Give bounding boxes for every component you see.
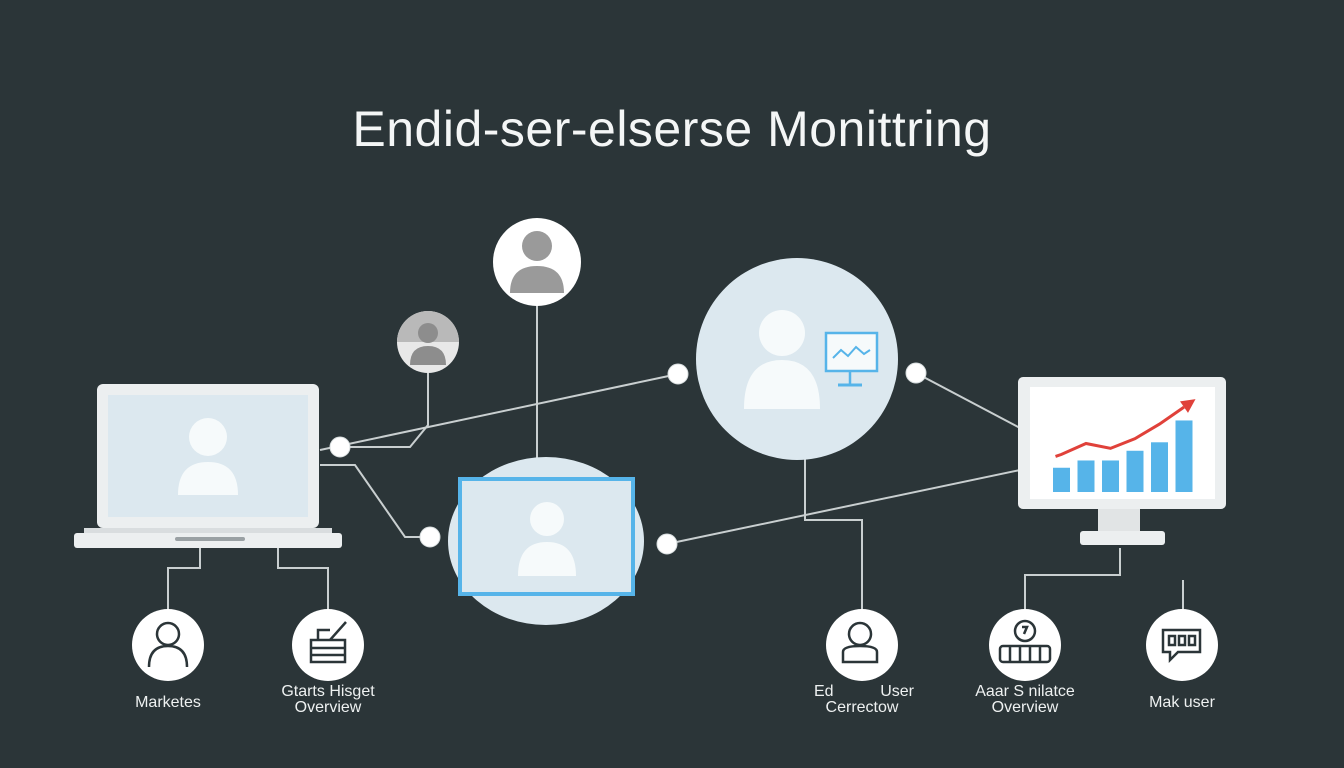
connectors (167, 290, 1184, 610)
top-user-avatar (493, 218, 581, 306)
label-ed-user-line1: Ed User (792, 684, 932, 700)
analytics-monitor (1018, 377, 1226, 545)
clipboard-edit-icon (309, 621, 347, 664)
connector-laptop-to-hub (319, 373, 679, 451)
mini-monitor-icon (824, 331, 879, 387)
chart-bar (1053, 467, 1070, 492)
connector-center-to-monitor (666, 469, 1021, 545)
connector-laptop-to-center (320, 464, 430, 538)
connector-small-avatar (340, 372, 429, 448)
label-marketes: Marketes (135, 694, 201, 711)
center-user-screen (448, 457, 644, 625)
label-ed-user: Ed User Cerrectow (792, 684, 932, 716)
junction-nodes (329, 362, 927, 555)
chart-bar (1151, 442, 1168, 492)
junction-node (329, 436, 351, 458)
gauge-robot-icon (998, 619, 1052, 664)
chart-bar (1175, 420, 1193, 492)
page-title: Endid-ser-elserse Monittring (352, 101, 992, 157)
label-user: User (880, 683, 914, 700)
junction-node (667, 363, 689, 385)
bottom-item-aaar-s-nilatce (989, 609, 1061, 681)
connector-hub-down (804, 458, 863, 610)
hub-user-bubble (696, 258, 898, 460)
label-mak-user: Mak user (1149, 694, 1215, 711)
connector-laptop-right-drop (277, 548, 329, 610)
junction-node (656, 533, 678, 555)
bottom-item-mak-user (1146, 609, 1218, 681)
connector-hub-to-monitor (915, 372, 1021, 429)
chart-trend-arrowhead (1180, 399, 1196, 413)
chat-devices-icon (1161, 628, 1202, 664)
user-outline-icon (147, 621, 189, 668)
chart-trend-line (1055, 405, 1185, 458)
junction-node (419, 526, 441, 548)
label-ed-user-line2: Cerrectow (825, 699, 899, 716)
chart-bar (1077, 460, 1095, 492)
label-gtarts-hisget-line2: Overview (294, 699, 362, 716)
chart-bar (1102, 460, 1119, 492)
small-user-avatar (397, 311, 459, 373)
junction-node (905, 362, 927, 384)
laptop-device (74, 384, 342, 548)
label-gtarts-hisget-line1: Gtarts Hisget (281, 683, 375, 700)
label-aaar-s-nilatce-line2: Overview (991, 699, 1059, 716)
label-aaar-s-nilatce-line1: Aaar S nilatce (975, 683, 1075, 700)
bottom-item-gtarts-hisget (292, 609, 364, 681)
bottom-item-ed-user (826, 609, 898, 681)
chart-bars (1053, 420, 1193, 492)
user-portrait-icon (841, 621, 879, 664)
chart-bar (1126, 450, 1144, 492)
label-ed: Ed (814, 683, 834, 700)
label-gtarts-hisget: Gtarts Hisget Overview (258, 684, 398, 716)
connector-monitor-left-drop (1024, 548, 1121, 610)
label-aaar-s-nilatce: Aaar S nilatce Overview (955, 684, 1095, 716)
bottom-item-marketes (132, 609, 204, 681)
connector-laptop-left-drop (167, 548, 201, 610)
